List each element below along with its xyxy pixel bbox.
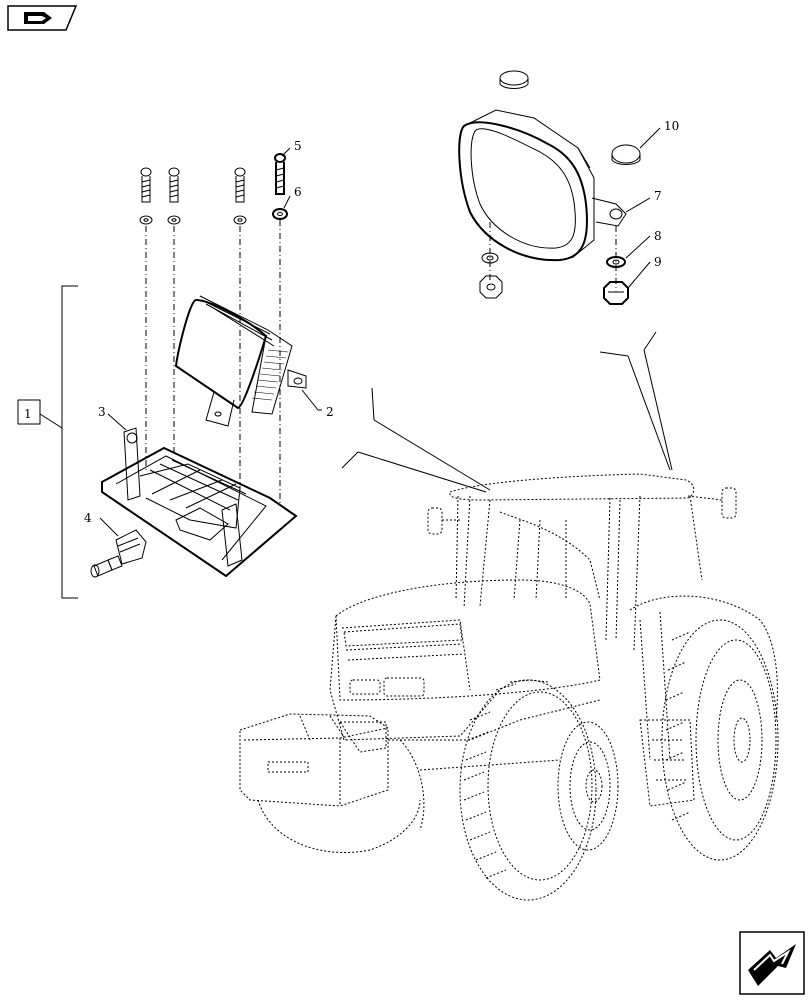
- callout-5: 5: [294, 139, 302, 153]
- screws: [140, 153, 286, 203]
- work-lamp: [174, 295, 322, 427]
- mounting-bracket: [101, 427, 298, 578]
- connector: [90, 517, 147, 578]
- callout-8: 8: [654, 229, 662, 243]
- callout-4: 4: [84, 511, 92, 525]
- center-lines: [145, 220, 281, 506]
- callout-10: 10: [664, 119, 679, 133]
- callout-6: 6: [294, 185, 302, 199]
- callout-2: 2: [326, 405, 334, 419]
- assembly-bracket: [17, 285, 78, 599]
- callout-labels: 1 2 3 4 5 6 7 8 9 10: [24, 119, 679, 525]
- work-lamp-right: [458, 70, 661, 305]
- tractor-outline: [239, 331, 779, 901]
- callout-3: 3: [98, 405, 106, 419]
- callout-7: 7: [654, 189, 662, 203]
- callout-9: 9: [654, 255, 662, 269]
- next-page-arrow-icon[interactable]: [739, 931, 805, 995]
- washers: [139, 208, 288, 225]
- callout-1: 1: [24, 407, 32, 421]
- book-arrow-icon[interactable]: [7, 5, 78, 31]
